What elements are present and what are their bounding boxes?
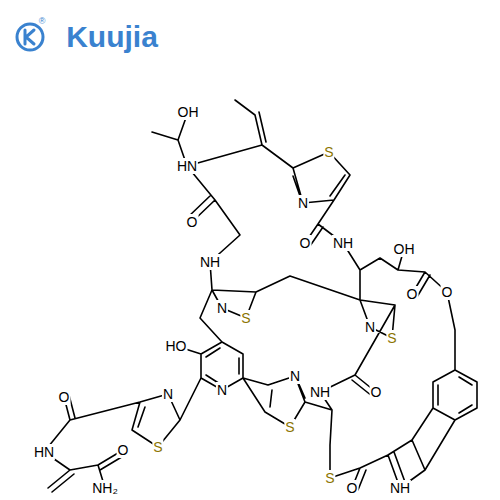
atom-label: O bbox=[406, 286, 419, 302]
atom-label: S bbox=[323, 144, 334, 160]
logo-icon bbox=[17, 24, 43, 50]
trademark-mark: ® bbox=[38, 16, 47, 27]
atom-label: N bbox=[216, 382, 228, 398]
atom-label: HN bbox=[33, 444, 55, 460]
atom-label: NH bbox=[389, 480, 411, 496]
atom-label: HO bbox=[165, 338, 188, 354]
atom-label: NH bbox=[199, 254, 221, 270]
atom-label: O bbox=[346, 480, 359, 496]
atom-label: NH bbox=[332, 235, 354, 251]
atom-label: S bbox=[152, 439, 163, 455]
atom-label: N bbox=[162, 386, 174, 402]
atom-label: N bbox=[297, 195, 309, 211]
atom-label: S bbox=[324, 470, 335, 486]
atom-label: O bbox=[299, 235, 312, 251]
atom-label: N bbox=[364, 319, 376, 335]
atom-label: HN bbox=[176, 158, 198, 174]
atom-label: N bbox=[216, 300, 228, 316]
atom-label: OH bbox=[177, 104, 200, 120]
atom-label: NH₂ bbox=[91, 480, 119, 496]
atom-label: O bbox=[117, 442, 130, 458]
bond-lines bbox=[44, 100, 477, 492]
atom-label: NH bbox=[309, 384, 331, 400]
atom-label: S bbox=[284, 419, 295, 435]
atom-label: S bbox=[386, 330, 397, 346]
atom-label: O bbox=[441, 284, 454, 300]
atom-label: S bbox=[240, 310, 251, 326]
atom-label: OH bbox=[393, 241, 416, 257]
atom-label: O bbox=[58, 389, 71, 405]
logo-wordmark: Kuujia bbox=[65, 21, 159, 53]
atom-label: N bbox=[289, 368, 301, 384]
atom-label: O bbox=[186, 214, 199, 230]
atom-label: O bbox=[370, 384, 383, 400]
